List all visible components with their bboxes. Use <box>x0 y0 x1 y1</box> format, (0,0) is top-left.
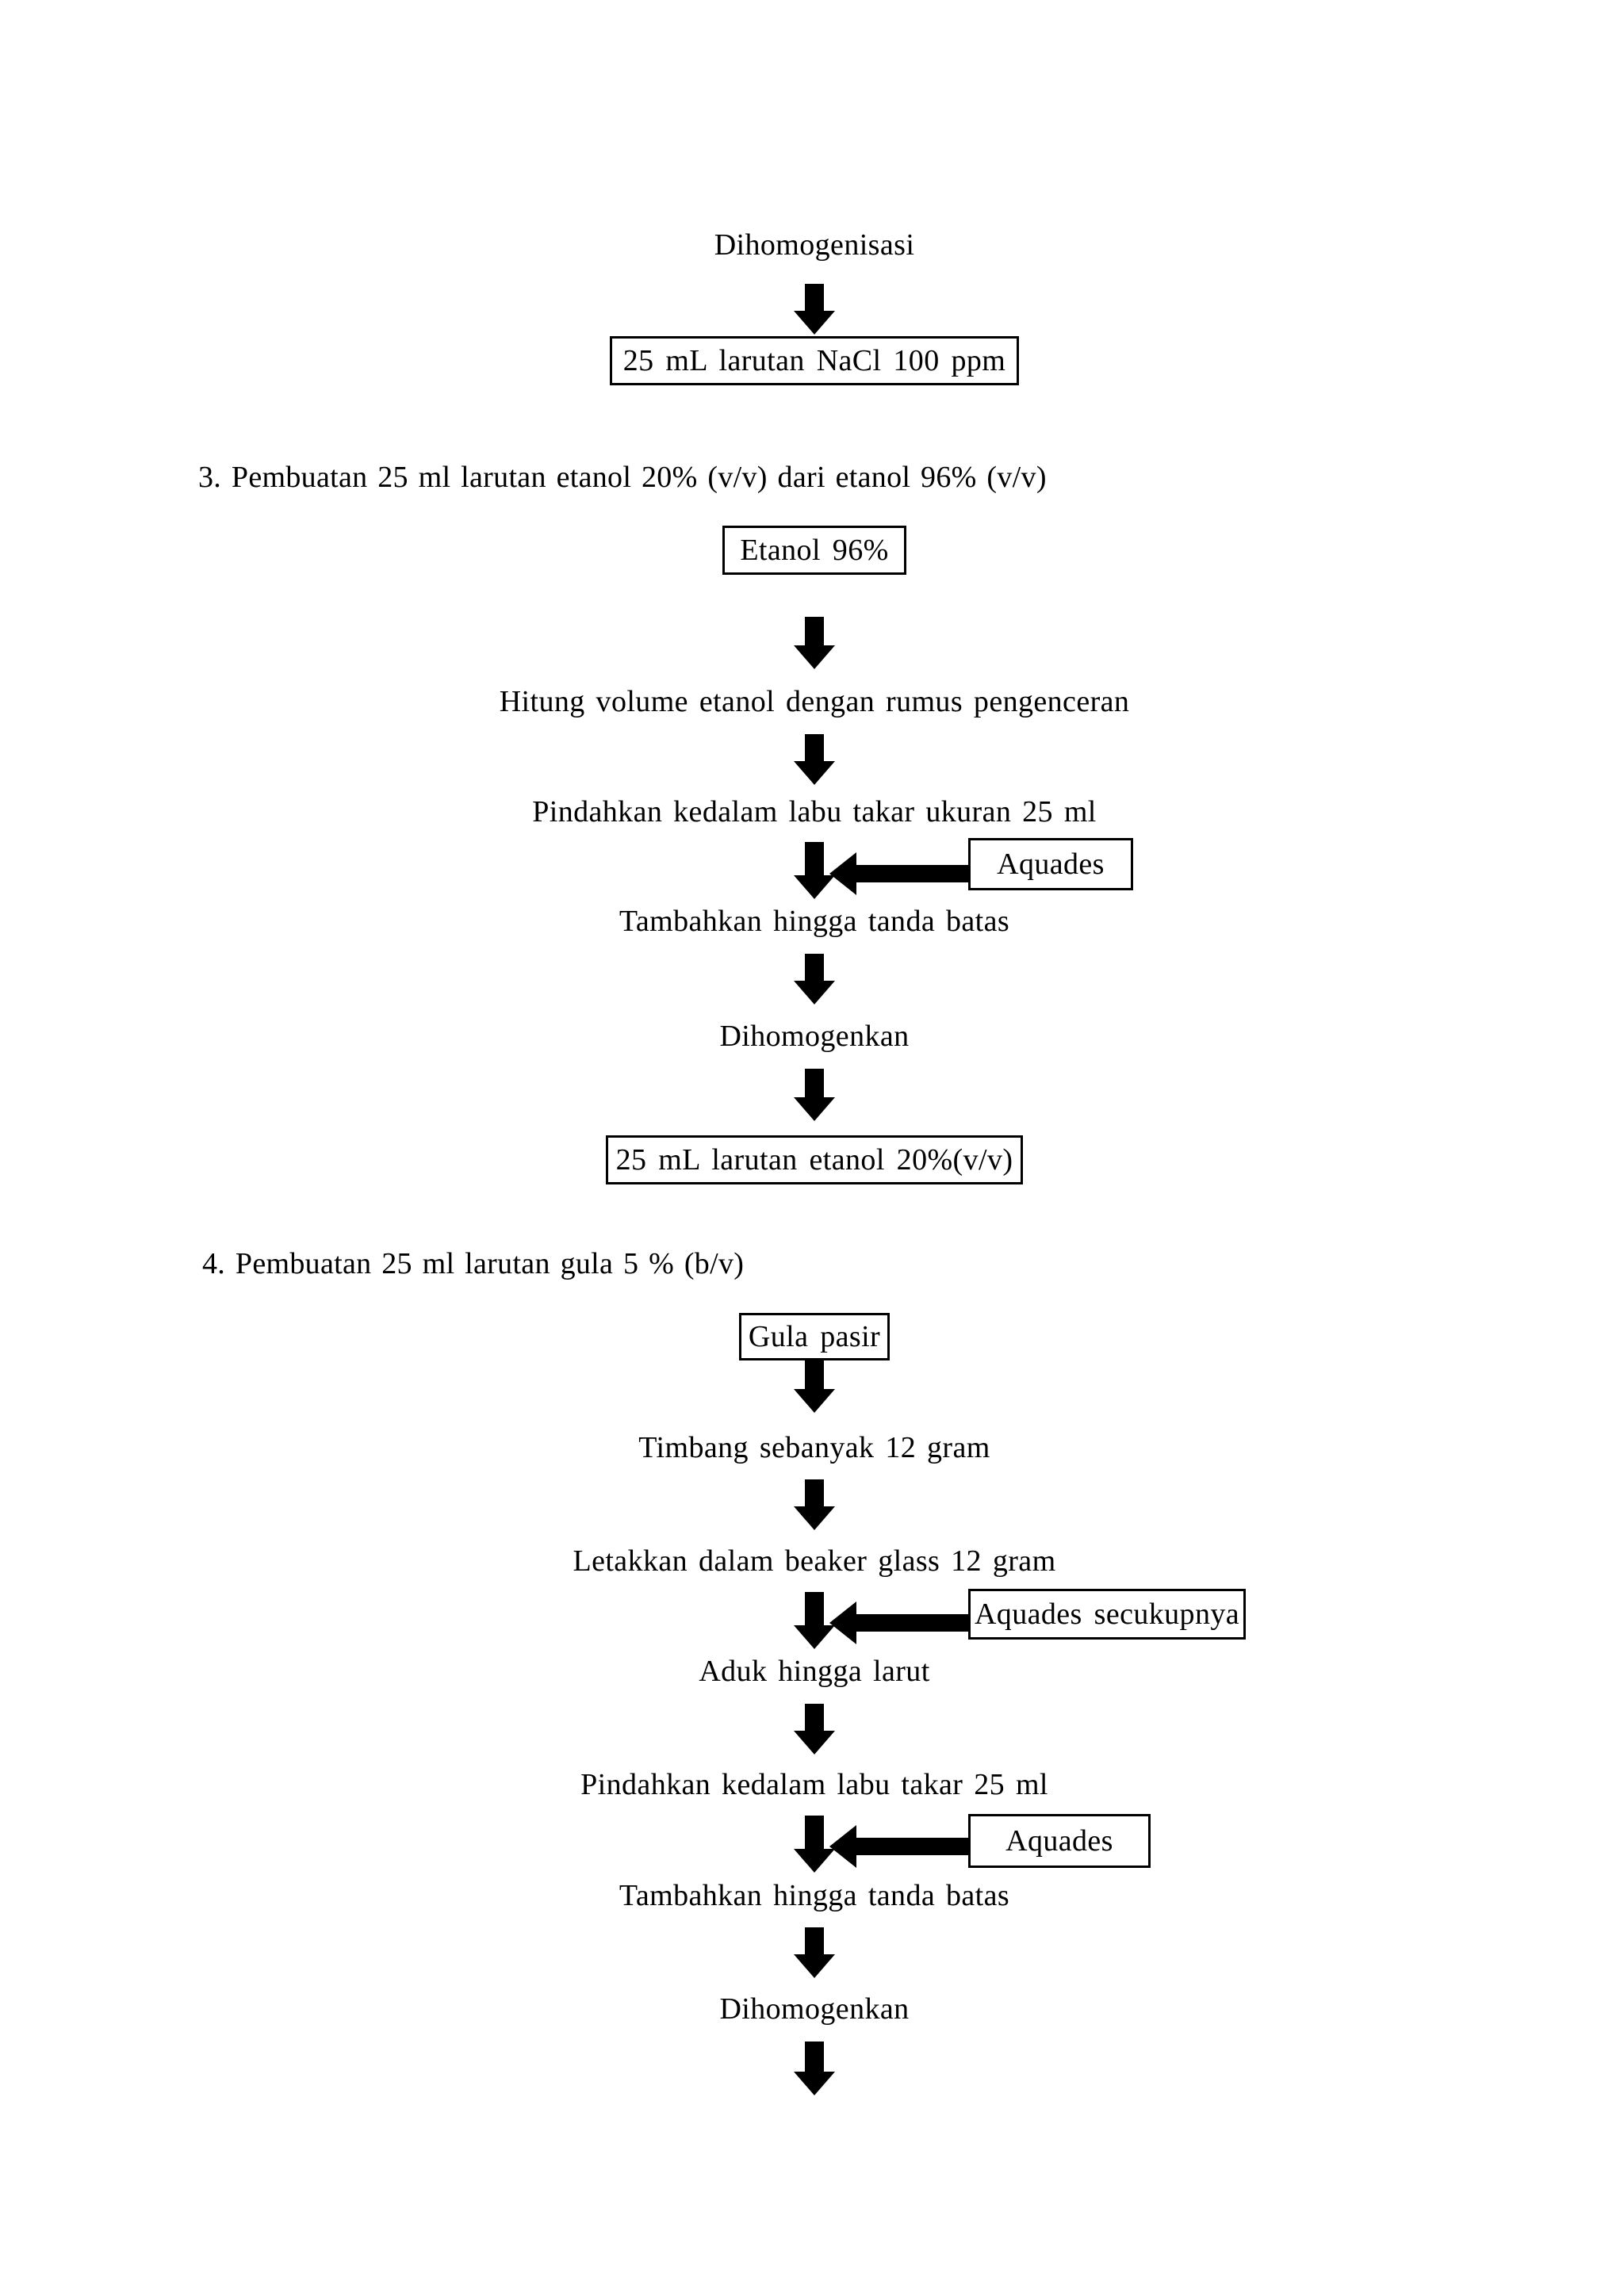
side-input-box-aquades-gula: Aquades <box>968 1814 1151 1868</box>
step-dihomogenkan-etanol: Dihomogenkan <box>719 1020 910 1053</box>
side-input-box-aquades-etanol: Aquades <box>968 838 1133 890</box>
side-input-box-aquades-secukupnya: Aquades secukupnya <box>968 1589 1246 1640</box>
start-box-gula-pasir: Gula pasir <box>739 1313 890 1360</box>
step-timbang-12-gram: Timbang sebanyak 12 gram <box>638 1431 990 1464</box>
down-arrow-icon <box>792 1816 837 1873</box>
step-tambahkan-tanda-batas-gula: Tambahkan hingga tanda batas <box>619 1879 1010 1912</box>
down-arrow-icon <box>792 2042 837 2095</box>
left-arrow-icon <box>829 852 972 895</box>
result-box-nacl: 25 mL larutan NaCl 100 ppm <box>610 336 1019 385</box>
down-arrow-icon <box>792 1479 837 1530</box>
start-box-etanol-96: Etanol 96% <box>722 526 906 575</box>
down-arrow-icon <box>792 1592 837 1649</box>
down-arrow-icon <box>792 954 837 1004</box>
down-arrow-icon <box>792 1069 837 1121</box>
left-arrow-icon <box>829 1825 972 1868</box>
down-arrow-icon <box>792 1927 837 1978</box>
result-box-etanol-20: 25 mL larutan etanol 20%(v/v) <box>606 1135 1023 1184</box>
left-arrow-icon <box>829 1601 972 1644</box>
down-arrow-icon <box>792 284 837 335</box>
down-arrow-icon <box>792 842 837 899</box>
section-3-heading: 3. Pembuatan 25 ml larutan etanol 20% (v… <box>198 461 1047 494</box>
step-aduk-hingga-larut: Aduk hingga larut <box>699 1655 930 1688</box>
down-arrow-icon <box>792 1704 837 1755</box>
down-arrow-icon <box>792 617 837 669</box>
step-dihomogenisasi: Dihomogenisasi <box>714 228 915 262</box>
step-pindahkan-labu-takar-25ml: Pindahkan kedalam labu takar ukuran 25 m… <box>532 795 1097 828</box>
step-hitung-volume-etanol: Hitung volume etanol dengan rumus pengen… <box>499 685 1130 718</box>
step-letakkan-beaker-glass: Letakkan dalam beaker glass 12 gram <box>573 1544 1056 1578</box>
down-arrow-icon <box>792 1360 837 1413</box>
section-4-heading: 4. Pembuatan 25 ml larutan gula 5 % (b/v… <box>202 1247 745 1280</box>
step-pindahkan-labu-takar-25ml-gula: Pindahkan kedalam labu takar 25 ml <box>580 1768 1048 1801</box>
down-arrow-icon <box>792 734 837 785</box>
step-tambahkan-tanda-batas-etanol: Tambahkan hingga tanda batas <box>619 905 1010 938</box>
step-dihomogenkan-gula: Dihomogenkan <box>719 1992 910 2026</box>
